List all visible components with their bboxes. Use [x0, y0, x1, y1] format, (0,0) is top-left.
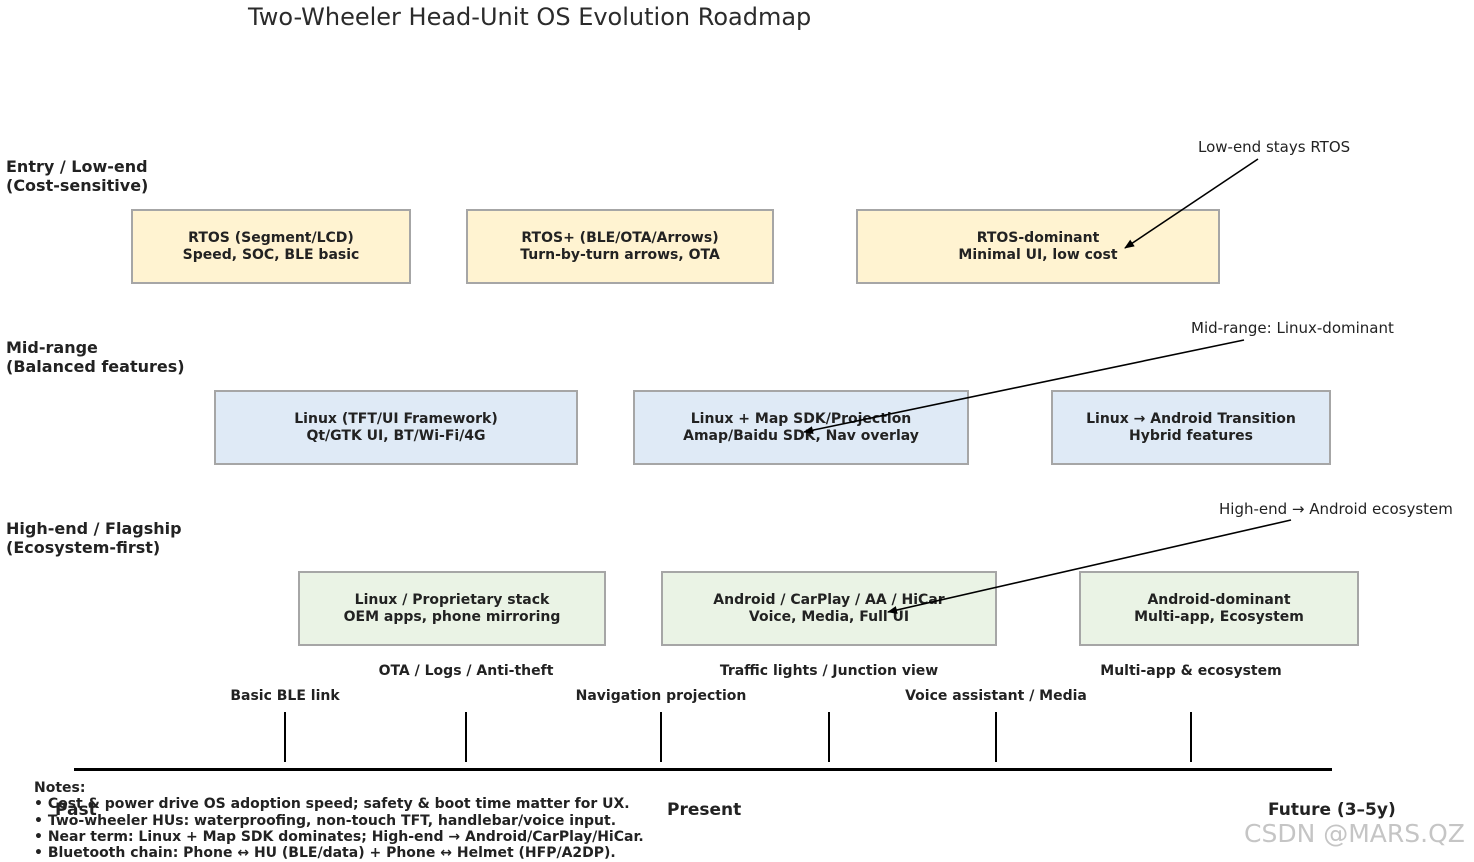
diagram-title: Two-Wheeler Head-Unit OS Evolution Roadm… — [248, 3, 812, 31]
mid-box-linux-tft: Linux (TFT/UI Framework) Qt/GTK UI, BT/W… — [214, 390, 578, 465]
box-line2: Minimal UI, low cost — [958, 246, 1118, 263]
notes-line: • Cost & power drive OS adoption speed; … — [34, 796, 630, 813]
box-line1: Android-dominant — [1147, 591, 1291, 608]
timeline-label-past: Past — [55, 800, 97, 820]
milestone-label-basic-ble: Basic BLE link — [230, 688, 340, 704]
entry-box-rtos-plus: RTOS+ (BLE/OTA/Arrows) Turn-by-turn arro… — [466, 209, 774, 284]
box-line1: RTOS (Segment/LCD) — [188, 229, 354, 246]
box-line1: Linux + Map SDK/Projection — [690, 410, 912, 427]
box-line2: Turn-by-turn arrows, OTA — [520, 246, 720, 263]
milestone-tick — [284, 712, 286, 762]
milestone-tick — [828, 712, 830, 762]
timeline-label-future: Future (3–5y) — [1268, 800, 1396, 820]
mid-box-linux-android-transition: Linux → Android Transition Hybrid featur… — [1051, 390, 1331, 465]
timeline-axis — [74, 768, 1332, 771]
box-line2: Amap/Baidu SDK, Nav overlay — [683, 427, 919, 444]
tier-label-high-line1: High-end / Flagship — [6, 519, 182, 538]
notes-heading: Notes: — [34, 780, 86, 796]
tier-label-entry: Entry / Low-end (Cost-sensitive) — [6, 157, 148, 195]
milestone-tick — [1190, 712, 1192, 762]
box-line1: Android / CarPlay / AA / HiCar — [713, 591, 945, 608]
milestone-label-multi-app: Multi-app & ecosystem — [1100, 663, 1282, 679]
tier-label-entry-line1: Entry / Low-end — [6, 157, 148, 176]
notes-line: • Near term: Linux + Map SDK dominates; … — [34, 828, 644, 845]
milestone-tick — [465, 712, 467, 762]
tier-label-mid-line1: Mid-range — [6, 338, 98, 357]
annotation-high: High-end → Android ecosystem — [1219, 500, 1453, 518]
tier-label-high-line2: (Ecosystem-first) — [6, 538, 161, 557]
tier-label-entry-line2: (Cost-sensitive) — [6, 176, 149, 195]
box-line1: Linux (TFT/UI Framework) — [294, 410, 498, 427]
box-line2: Multi-app, Ecosystem — [1134, 608, 1304, 625]
milestone-label-ota: OTA / Logs / Anti-theft — [378, 663, 554, 679]
entry-box-rtos: RTOS (Segment/LCD) Speed, SOC, BLE basic — [131, 209, 411, 284]
tier-label-high: High-end / Flagship (Ecosystem-first) — [6, 519, 182, 557]
mid-box-linux-map-sdk: Linux + Map SDK/Projection Amap/Baidu SD… — [633, 390, 969, 465]
high-box-android-carplay: Android / CarPlay / AA / HiCar Voice, Me… — [661, 571, 997, 646]
tier-label-mid: Mid-range (Balanced features) — [6, 338, 185, 376]
notes-block: Notes: • Cost & power drive OS adoption … — [34, 780, 644, 861]
high-box-linux-proprietary: Linux / Proprietary stack OEM apps, phon… — [298, 571, 606, 646]
box-line1: Linux / Proprietary stack — [354, 591, 550, 608]
entry-box-rtos-dominant: RTOS-dominant Minimal UI, low cost — [856, 209, 1220, 284]
box-line2: Speed, SOC, BLE basic — [182, 246, 360, 263]
milestone-tick — [995, 712, 997, 762]
tier-label-mid-line2: (Balanced features) — [6, 357, 185, 376]
milestone-label-navigation: Navigation projection — [575, 688, 747, 704]
box-line2: Qt/GTK UI, BT/Wi-Fi/4G — [306, 427, 486, 444]
milestone-label-voice: Voice assistant / Media — [905, 688, 1087, 704]
annotation-mid: Mid-range: Linux-dominant — [1191, 319, 1394, 337]
milestone-label-traffic-lights: Traffic lights / Junction view — [719, 663, 939, 679]
watermark: CSDN @MARS.QZ — [1244, 819, 1465, 848]
box-line1: RTOS+ (BLE/OTA/Arrows) — [521, 229, 719, 246]
box-line2: OEM apps, phone mirroring — [343, 608, 561, 625]
box-line1: RTOS-dominant — [976, 229, 1100, 246]
milestone-tick — [660, 712, 662, 762]
box-line2: Voice, Media, Full UI — [748, 608, 910, 625]
box-line2: Hybrid features — [1129, 427, 1253, 444]
high-box-android-dominant: Android-dominant Multi-app, Ecosystem — [1079, 571, 1359, 646]
notes-line: • Bluetooth chain: Phone ↔ HU (BLE/data)… — [34, 845, 616, 862]
notes-line: • Two-wheeler HUs: waterproofing, non-to… — [34, 812, 617, 829]
timeline-label-present: Present — [667, 800, 742, 820]
annotation-entry: Low-end stays RTOS — [1198, 138, 1351, 156]
box-line1: Linux → Android Transition — [1086, 410, 1296, 427]
